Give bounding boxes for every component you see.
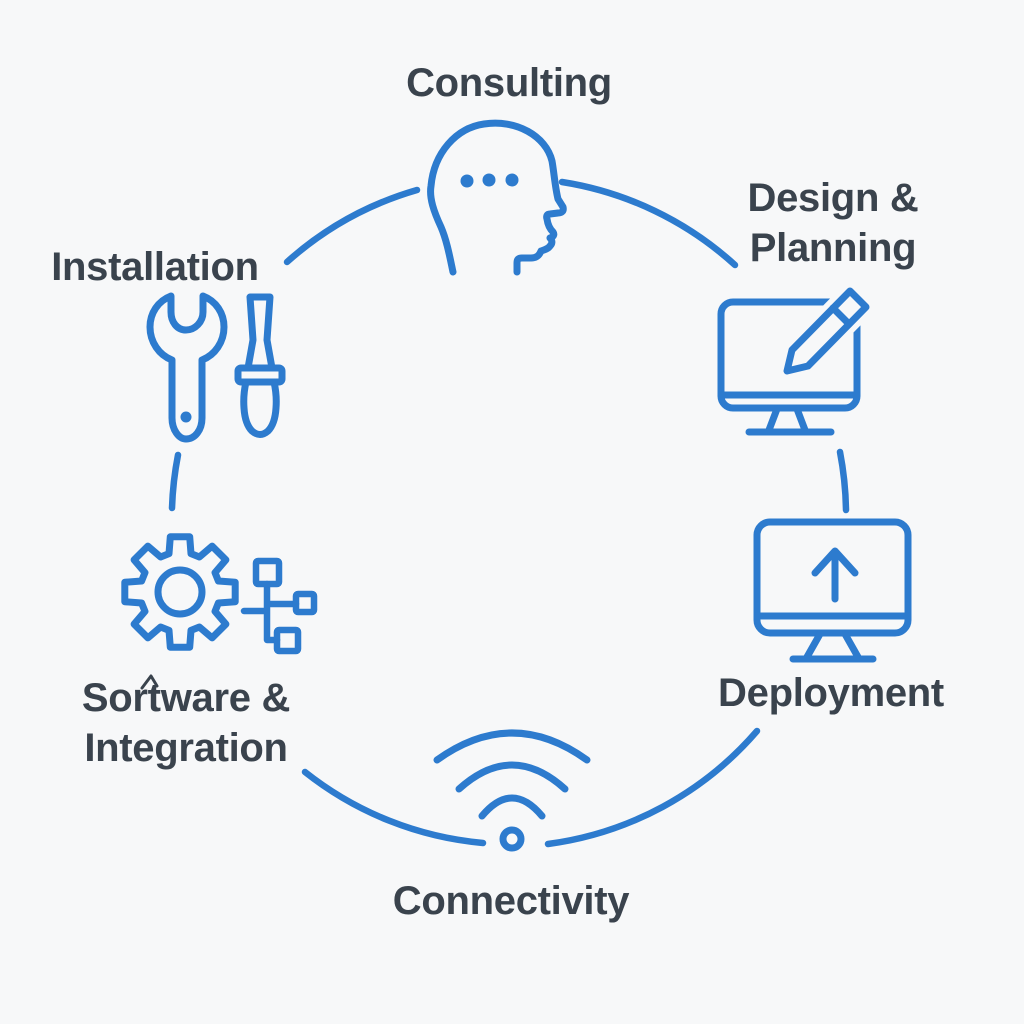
- gear-center-hole: [154, 566, 206, 618]
- node-label-line: Sortware &: [81, 676, 291, 720]
- sitemap-node-bottom: [273, 626, 302, 655]
- arc-consulting-to-design: [558, 178, 739, 269]
- arc-installation-to-consulting: [283, 186, 421, 266]
- monitor-pencil-icon: [717, 282, 875, 436]
- node-label-design-planning: Design & Planning: [748, 173, 919, 273]
- head-profile-outline: [427, 119, 567, 276]
- wifi-arc-medium: [455, 761, 569, 793]
- node-label-line: Integration: [84, 726, 288, 770]
- sitemap-node-right: [292, 590, 318, 616]
- wrench-outline: [146, 292, 228, 443]
- sitemap-node-top: [252, 557, 283, 588]
- arc-software-to-installation: [168, 451, 182, 512]
- thought-dot: [482, 173, 496, 187]
- pencil-eraser-line: [829, 304, 853, 328]
- monitor-upload-arrow-icon: [753, 518, 912, 663]
- wifi-signal-icon: [433, 729, 591, 852]
- screwdriver-handle: [240, 378, 280, 438]
- sitemap-lines: [240, 580, 300, 644]
- node-label-software-integration: Sortware & Integration: [82, 673, 290, 773]
- thought-dot: [505, 173, 519, 187]
- node-label-connectivity: Connectivity: [392, 879, 630, 923]
- node-label-line: Design &: [747, 176, 919, 220]
- upload-arrow-head: [811, 547, 859, 577]
- gear-outline: [121, 533, 239, 651]
- wrench-hole: [180, 411, 192, 423]
- arc-deployment-to-connectivity: [544, 727, 761, 848]
- node-label-installation: Installation: [51, 245, 259, 289]
- thought-dot: [460, 174, 474, 188]
- pencil-outline: [783, 287, 870, 375]
- thinking-head-icon: [427, 119, 567, 276]
- node-label-deployment: Deployment: [718, 671, 944, 715]
- design-monitor-frame: [717, 298, 861, 412]
- connector-ring: [168, 178, 850, 848]
- screwdriver-blade: [244, 293, 276, 372]
- wifi-dot: [499, 826, 525, 852]
- wifi-arc-large: [433, 729, 591, 764]
- deploy-monitor-stand: [803, 630, 862, 661]
- node-label-consulting: Consulting: [406, 61, 612, 105]
- gear-sitemap-icon: [121, 533, 318, 655]
- deploy-monitor-frame: [753, 518, 912, 637]
- arc-design-to-deployment: [836, 448, 850, 514]
- wrench-screwdriver-icon: [146, 292, 286, 443]
- wifi-arc-small: [478, 794, 546, 820]
- node-label-line: Planning: [749, 226, 917, 270]
- arc-connectivity-to-software: [301, 768, 487, 847]
- design-monitor-stand: [765, 405, 809, 434]
